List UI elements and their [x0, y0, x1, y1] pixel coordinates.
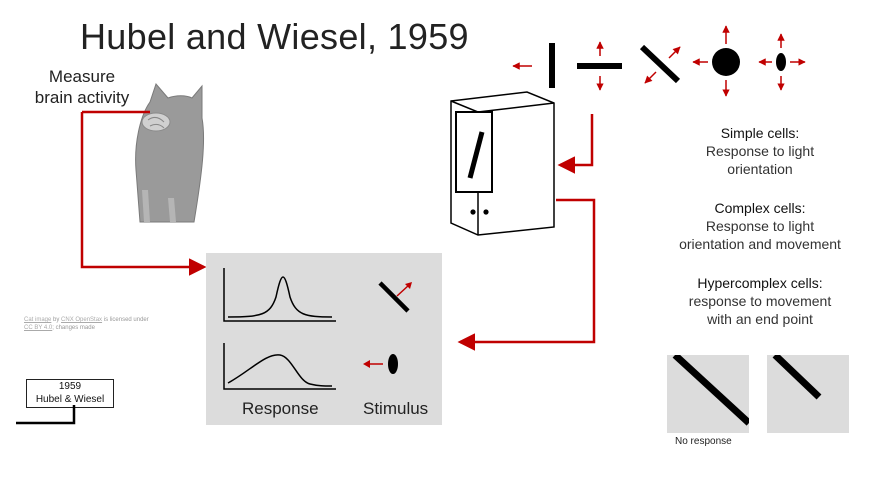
complex-cells-text: Complex cells: Response to light orienta…	[679, 200, 841, 252]
small-spot-stimulus	[776, 53, 786, 71]
screen-bar-stimulus	[467, 131, 485, 179]
cat-illustration	[135, 83, 205, 223]
credit-link-license[interactable]: CC BY 4.0	[24, 325, 53, 331]
stimulus-spot-moving	[363, 354, 398, 374]
computer-to-stimulus-arrow	[457, 198, 596, 351]
hypercomplex-cells-text: Hypercomplex cells: response to movement…	[688, 275, 832, 327]
diagonal-bar-stimulus	[639, 44, 681, 84]
credit-link-openstax[interactable]: CNX OpenStax	[61, 317, 103, 323]
page-title: Hubel and Wiesel, 1959	[80, 16, 469, 57]
response-plot-broad	[223, 343, 336, 390]
image-credit: Cat image by CNX OpenStax is licensed un…	[24, 317, 149, 331]
computer-illustration	[450, 91, 555, 236]
stimuli-to-computer-arrow	[557, 114, 594, 174]
measure-label: Measure brain activity	[34, 67, 130, 107]
credit-link-cat-image[interactable]: Cat image	[24, 317, 52, 323]
response-plot-peak	[223, 268, 336, 322]
no-response-label: No response	[675, 436, 732, 447]
stimulus-diagonal-moving	[378, 281, 412, 313]
stimulus-row	[512, 25, 806, 97]
hypercomplex-example-no-response	[667, 355, 749, 433]
spot-stimulus	[712, 48, 740, 76]
vertical-bar-stimulus	[549, 43, 555, 88]
badge-underline	[16, 405, 76, 425]
horizontal-bar-stimulus	[577, 63, 622, 69]
response-label: Response	[242, 399, 319, 418]
simple-cells-text: Simple cells: Response to light orientat…	[705, 125, 815, 177]
response-plots	[223, 268, 412, 390]
hypercomplex-example-response	[767, 355, 849, 433]
stimulus-label: Stimulus	[363, 399, 429, 418]
response-panel	[206, 253, 442, 425]
year-badge: 1959 Hubel & Wiesel	[26, 379, 114, 408]
